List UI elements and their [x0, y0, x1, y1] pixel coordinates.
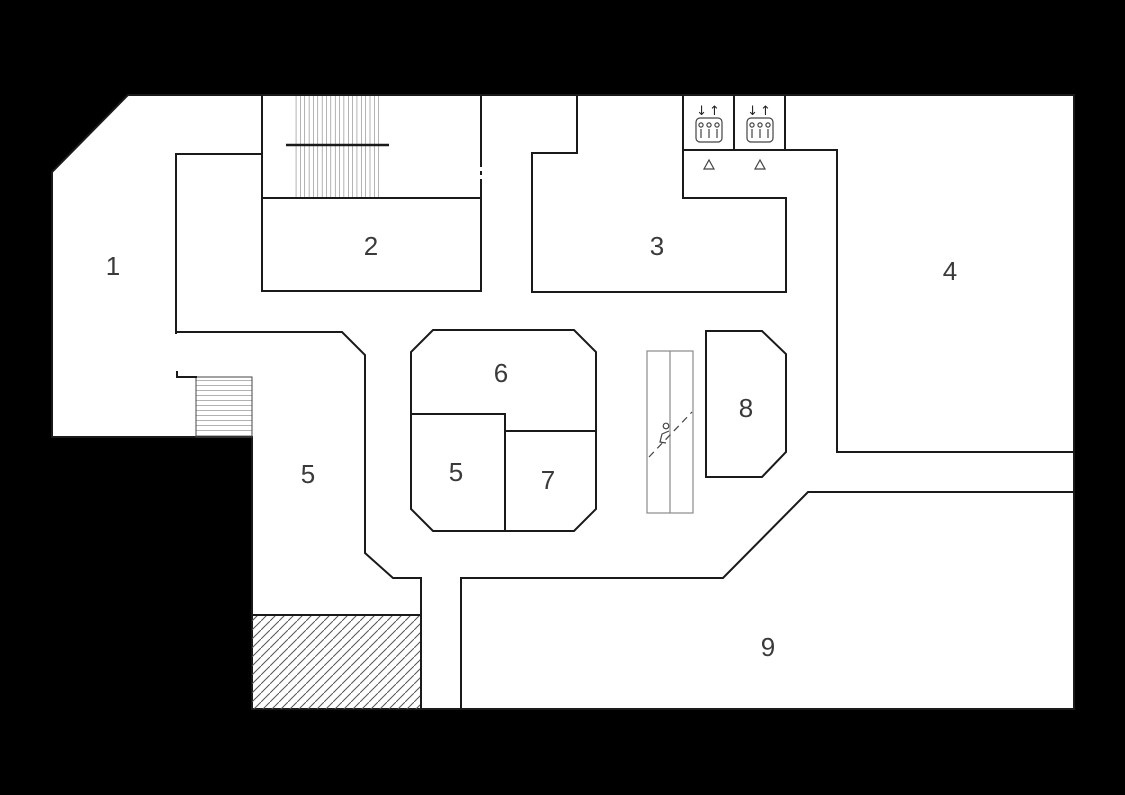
- room-3-walls: [531, 94, 787, 293]
- lower-stairs: [176, 371, 253, 438]
- hatched-zone-walls: [251, 614, 422, 710]
- room-3-label: 3: [650, 231, 664, 261]
- elevator-1-person-head: [698, 122, 704, 128]
- elevator-block-walls: [682, 94, 838, 151]
- room-4-label: 4: [943, 256, 957, 286]
- room-2-label: 2: [364, 231, 378, 261]
- elevator-1-person-head: [706, 122, 712, 128]
- room-1-divider-wall: [175, 153, 263, 334]
- room-6-label: 6: [494, 358, 508, 388]
- room-8-label: 8: [739, 393, 753, 423]
- room-7-label: 7: [541, 465, 555, 495]
- elevator-1-arrows-icon: ↓↑: [696, 104, 722, 119]
- elevator-2: ↓↑: [746, 104, 774, 170]
- center-block-outline: [410, 329, 597, 532]
- elevator-2-person-head: [765, 122, 771, 128]
- elevator-block: ↓↑ ↓↑: [682, 94, 838, 170]
- elevator-2-person-bodies: [751, 129, 769, 138]
- room-9-walls: [460, 491, 1075, 710]
- center-room-block: [410, 329, 597, 532]
- upper-stairwell: [261, 94, 389, 199]
- hatched-zone-fill: [252, 615, 421, 709]
- escalator-person-body: [659, 430, 670, 444]
- escalator: [646, 350, 694, 514]
- elevator-1-icon: [695, 117, 723, 143]
- hatched-service-zone: [251, 614, 422, 710]
- elevator-2-arrows-icon: ↓↑: [747, 104, 773, 119]
- elevator-1-person-head: [714, 122, 720, 128]
- room-4-walls: [836, 149, 1075, 453]
- elevator-1-door-triangle-icon: [702, 158, 716, 170]
- room-5-large-label: 5: [301, 459, 315, 489]
- upper-stairs-treads: [293, 96, 380, 197]
- escalator-incline-line: [648, 411, 693, 458]
- room-9-label: 9: [761, 632, 775, 662]
- room-1-label: 1: [106, 251, 120, 281]
- room-5-corridor-wall: [175, 331, 422, 616]
- escalator-person-icon: [662, 422, 670, 430]
- elevator-1-person-bodies: [700, 129, 718, 138]
- room-8-walls: [705, 330, 787, 478]
- elevator-2-person-head: [757, 122, 763, 128]
- elevator-2-icon: [746, 117, 774, 143]
- room-5-small-label: 5: [449, 457, 463, 487]
- elevator-1: ↓↑: [695, 104, 723, 170]
- floor-plate-outline: [51, 94, 1075, 710]
- elevator-2-person-head: [749, 122, 755, 128]
- lower-stairs-treads: [195, 376, 253, 438]
- lower-stairs-approach-wall: [176, 371, 197, 378]
- elevator-2-door-triangle-icon: [753, 158, 767, 170]
- center-block-dividers: [410, 413, 597, 532]
- room-2-walls: [261, 197, 482, 292]
